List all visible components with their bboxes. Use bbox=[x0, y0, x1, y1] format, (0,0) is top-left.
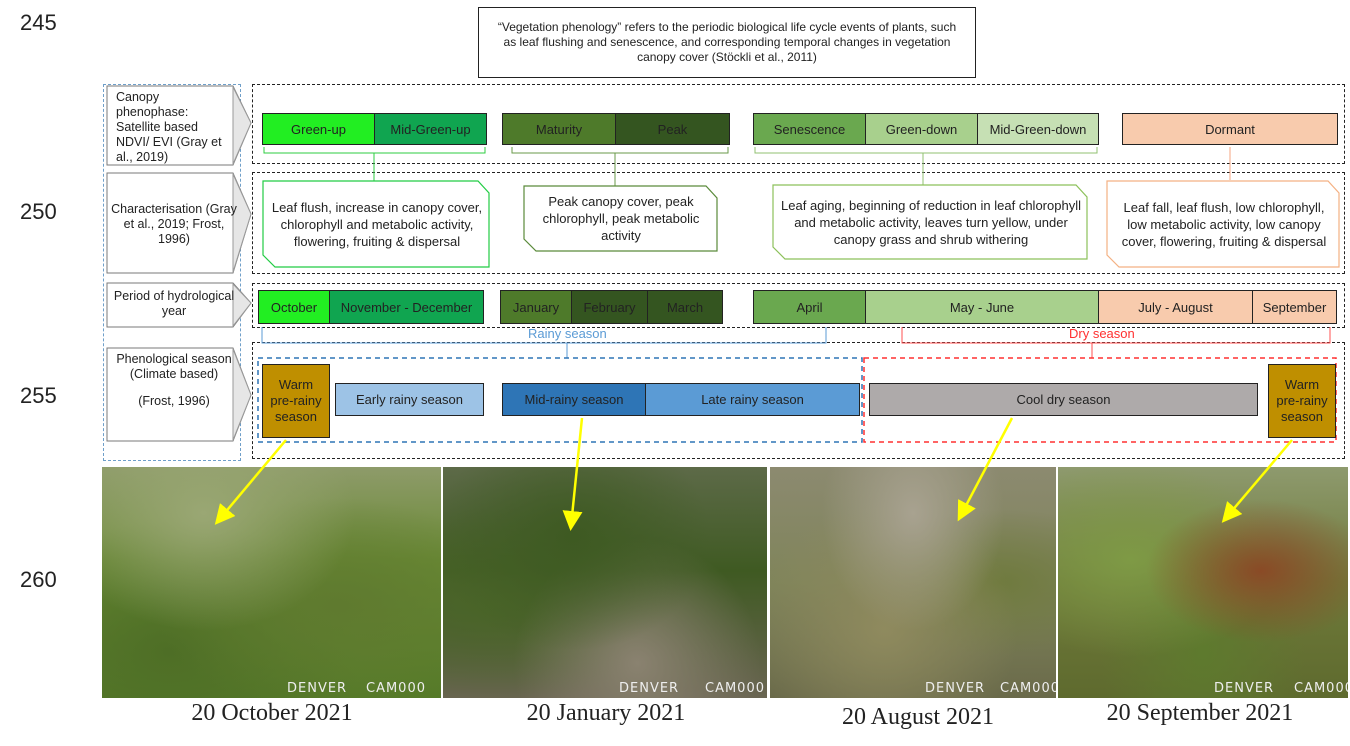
phenophase-mid-green-up: Mid-Green-up bbox=[374, 113, 487, 145]
yellow-arrows bbox=[214, 417, 1293, 531]
characterisation-senescence: Leaf aging, beginning of reduction in le… bbox=[781, 197, 1081, 247]
watermark-location: DENVER bbox=[619, 681, 680, 696]
month-january: January bbox=[500, 290, 572, 324]
phenophase-dormant: Dormant bbox=[1122, 113, 1338, 145]
month-may-june: May - June bbox=[865, 290, 1099, 324]
date-january: 20 January 2021 bbox=[526, 700, 686, 726]
row-labels-container bbox=[103, 84, 241, 461]
photo-october: DENVER CAM000 bbox=[102, 467, 441, 698]
date-august: 20 August 2021 bbox=[841, 704, 994, 730]
definition-box: “Vegetation phenology” refers to the per… bbox=[478, 7, 976, 78]
rainy-season-label: Rainy season bbox=[528, 326, 607, 341]
line-number: 250 bbox=[20, 199, 57, 224]
date-september: 20 September 2021 bbox=[1106, 700, 1294, 726]
watermark-location: DENVER bbox=[1214, 681, 1275, 696]
arrow-january bbox=[562, 417, 584, 531]
month-nov-dec: November - December bbox=[329, 290, 484, 324]
phenophase-green-down: Green-down bbox=[865, 113, 978, 145]
watermark-camera: CAM000 bbox=[1294, 681, 1348, 696]
row-label-phenological-ref: (Frost, 1996) bbox=[138, 394, 210, 408]
definition-text: “Vegetation phenology” refers to the per… bbox=[497, 20, 957, 64]
watermark-location: DENVER bbox=[287, 681, 348, 696]
row-label-shapes bbox=[106, 85, 252, 442]
canopy-row bbox=[252, 84, 1345, 164]
row-label-phenological: Phenological season (Climate based) (Fro… bbox=[110, 350, 238, 440]
season-cool-dry: Cool dry season bbox=[869, 383, 1258, 416]
characterisation-green-up: Leaf flush, increase in canopy cover, ch… bbox=[271, 199, 483, 249]
characterisation-maturity: Peak canopy cover, peak chlorophyll, pea… bbox=[542, 193, 700, 243]
photo-august: DENVER CAM000 bbox=[770, 467, 1056, 698]
row-label-characterisation: Characterisation (Gray et al., 2019; Fro… bbox=[110, 176, 238, 272]
season-mid-rainy: Mid-rainy season bbox=[502, 383, 646, 416]
month-march: March bbox=[647, 290, 723, 324]
watermark-camera: CAM000 bbox=[705, 681, 765, 696]
photo-january: DENVER CAM000 bbox=[443, 467, 767, 698]
row-label-phenological-text: Phenological season (Climate based) bbox=[116, 352, 232, 381]
date-october: 20 October 2021 bbox=[191, 700, 353, 726]
row-label-characterisation-text: Characterisation (Gray et al., 2019; Fro… bbox=[111, 201, 237, 246]
season-warm-pre-rainy-2: Warm pre-rainy season bbox=[1268, 364, 1336, 438]
row-label-canopy-text: Canopy phenophase: Satellite based NDVI/… bbox=[116, 89, 222, 164]
characterisation-dormant: Leaf fall, leaf flush, low chlorophyll, … bbox=[1121, 199, 1327, 249]
line-number: 255 bbox=[20, 383, 57, 408]
watermark-camera: CAM000 bbox=[366, 681, 426, 696]
watermark-location: DENVER bbox=[925, 681, 986, 696]
month-october: October bbox=[258, 290, 330, 324]
season-late-rainy: Late rainy season bbox=[645, 383, 860, 416]
period-row bbox=[252, 283, 1345, 328]
month-september: September bbox=[1252, 290, 1337, 324]
photo-september: DENVER CAM000 bbox=[1058, 467, 1348, 698]
connectors bbox=[257, 147, 1340, 443]
line-number: 260 bbox=[20, 567, 57, 592]
phenophase-mid-green-down: Mid-Green-down bbox=[977, 113, 1099, 145]
line-number: 245 bbox=[20, 10, 57, 35]
phenophase-green-up: Green-up bbox=[262, 113, 375, 145]
arrow-september bbox=[1221, 439, 1293, 523]
season-warm-pre-rainy-1: Warm pre-rainy season bbox=[262, 364, 330, 438]
dry-season-label: Dry season bbox=[1069, 326, 1135, 341]
row-label-period: Period of hydrological year bbox=[110, 284, 238, 324]
phenophase-senescence: Senescence bbox=[753, 113, 866, 145]
arrow-october bbox=[214, 439, 287, 525]
row-label-canopy: Canopy phenophase: Satellite based NDVI/… bbox=[110, 89, 232, 165]
characterisation-row bbox=[252, 172, 1345, 274]
arrow-august bbox=[957, 417, 1014, 522]
phenophase-maturity: Maturity bbox=[502, 113, 616, 145]
row-label-period-text: Period of hydrological year bbox=[113, 289, 235, 318]
season-early-rainy: Early rainy season bbox=[335, 383, 484, 416]
watermark-camera: CAM000 bbox=[1000, 681, 1056, 696]
phenophase-peak: Peak bbox=[615, 113, 730, 145]
